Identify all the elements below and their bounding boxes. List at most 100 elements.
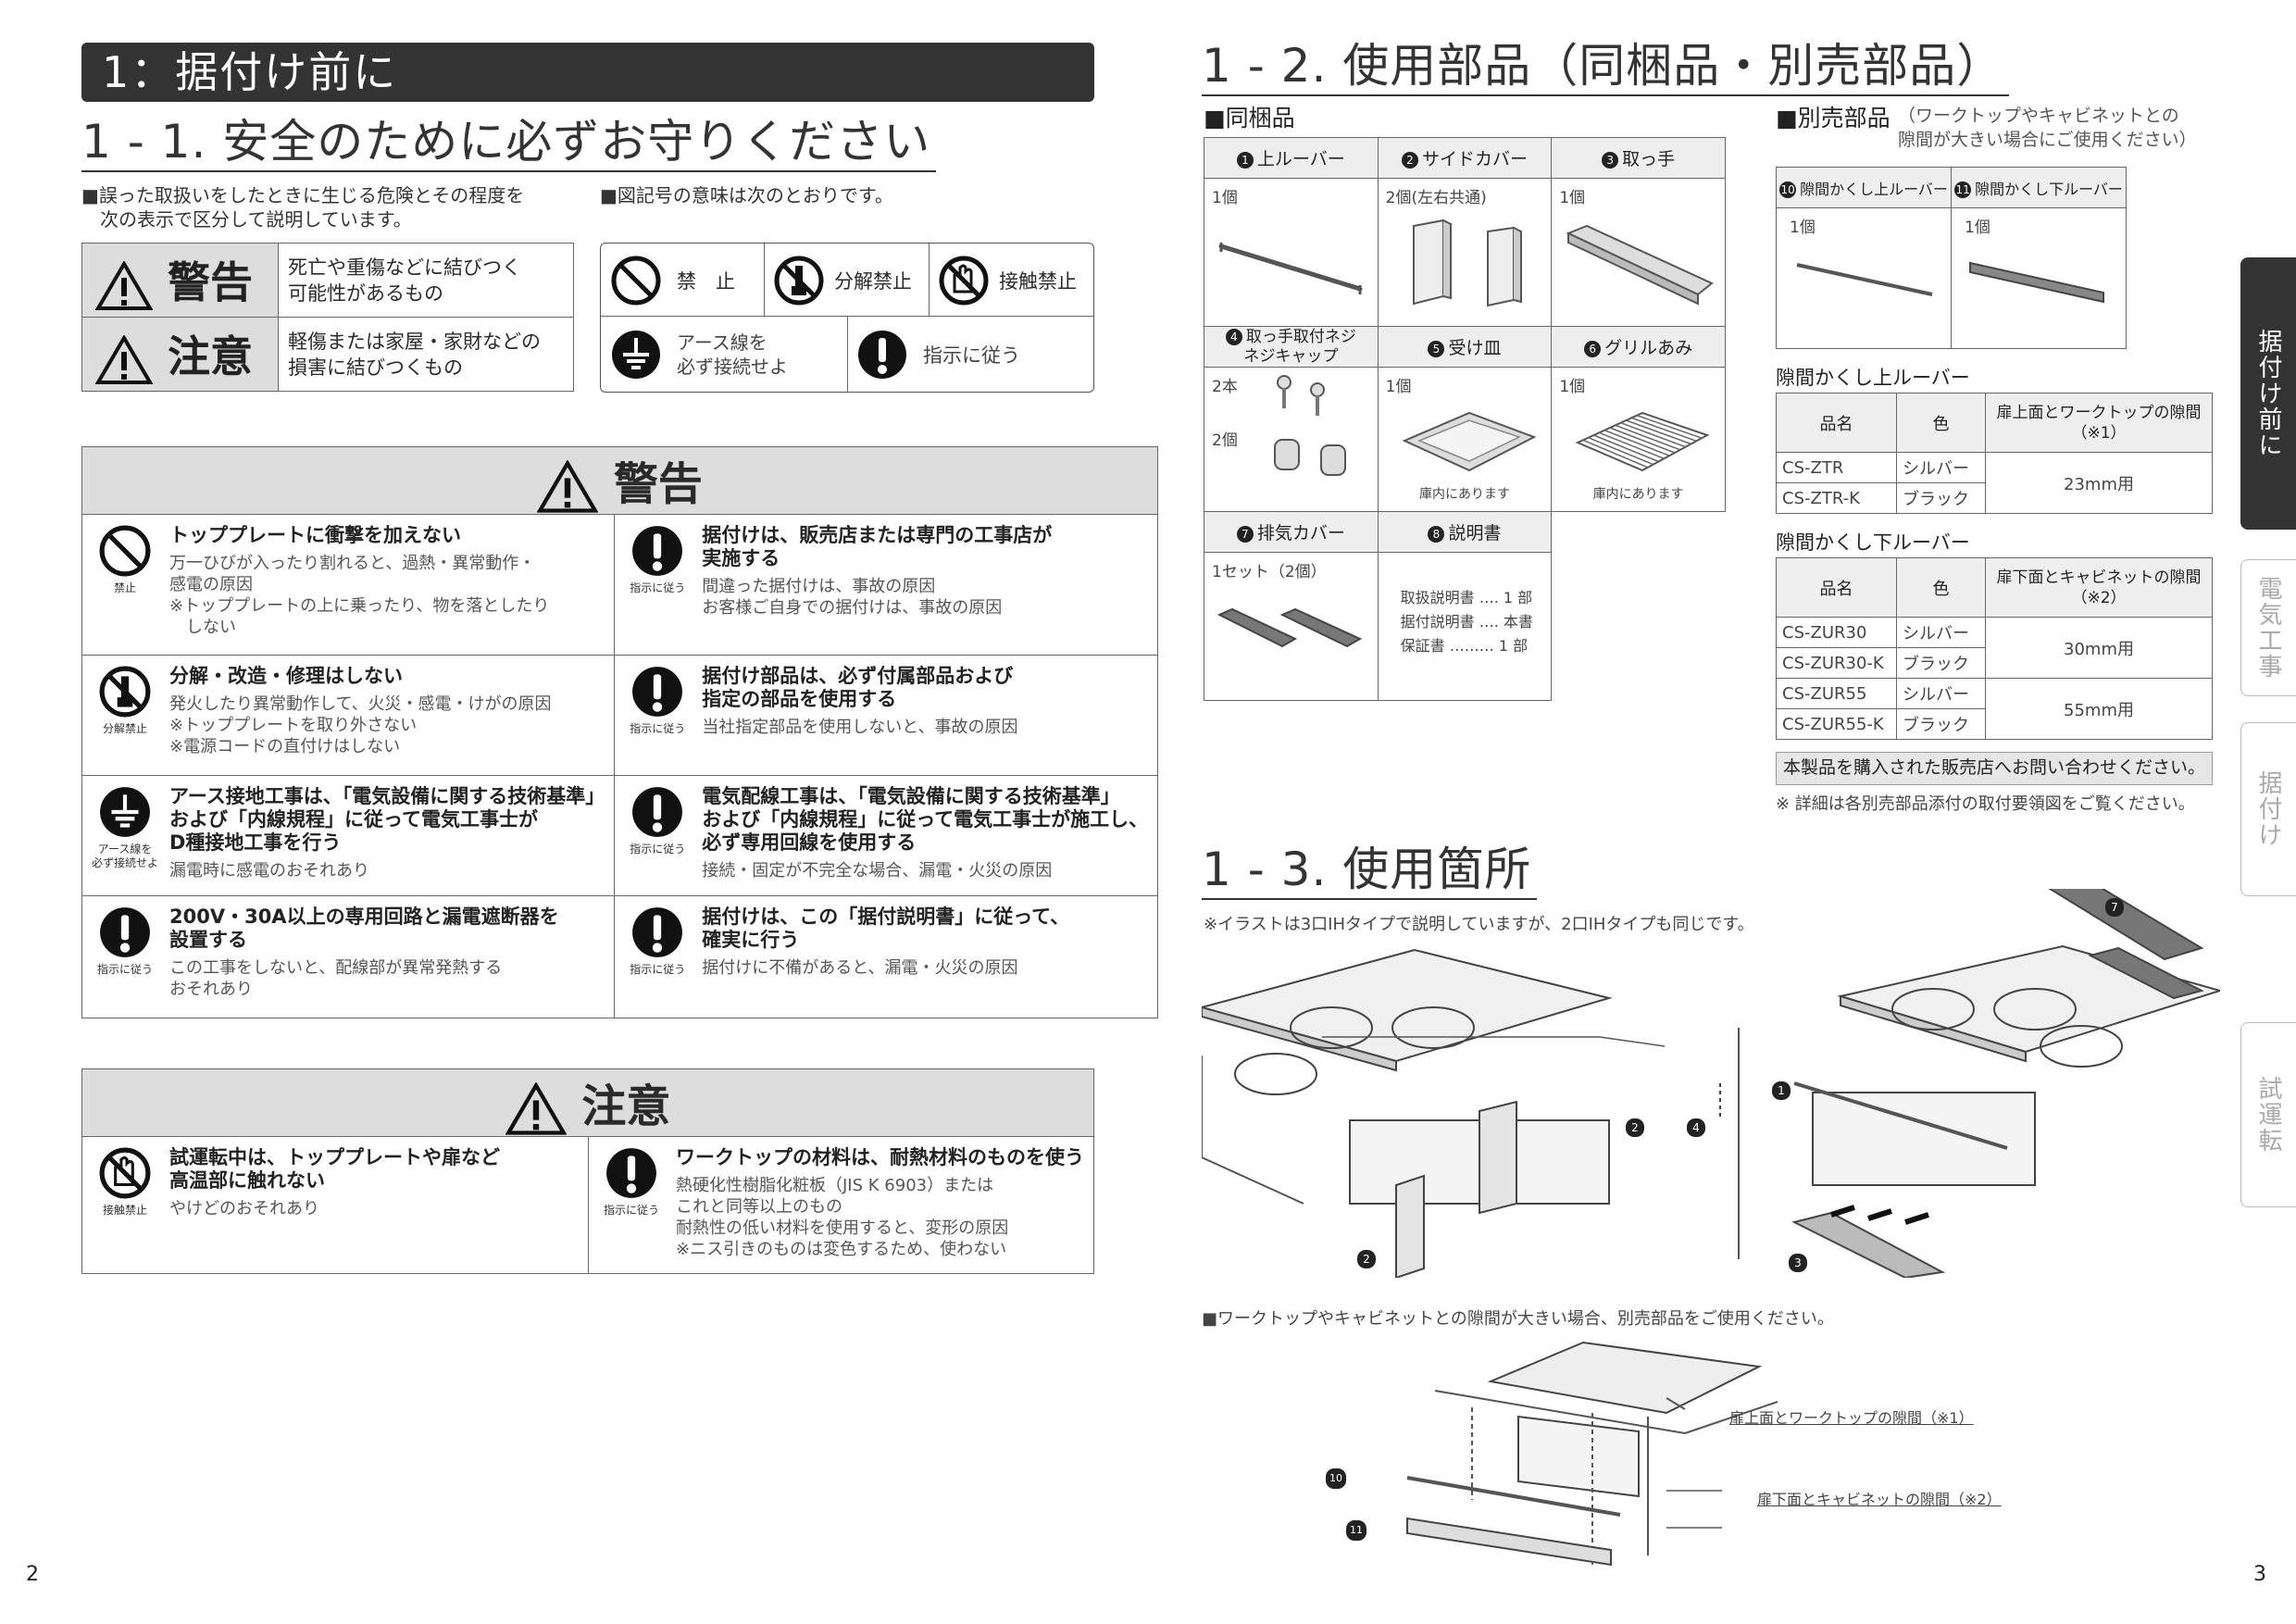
- caution-header: 注意: [81, 1068, 1094, 1137]
- callout-3: 3: [1789, 1254, 1811, 1272]
- warning-item-1: 禁止 トッププレートに衝撃を加えない万一ひびが入ったり割れると、過熱・異常動作・…: [81, 514, 616, 656]
- intro-symbol: ■図記号の意味は次のとおりです。: [600, 184, 893, 206]
- grill-net-illustration: [1575, 411, 1710, 472]
- signal-warning-text: 死亡や重傷などに結びつく 可能性があるもの: [278, 243, 574, 318]
- grill-net-wire: [1604, 429, 1670, 456]
- optional-usage-note: ■ワークトップやキャビネットとの隙間が大きい場合、別売部品をご使用ください。: [1202, 1309, 1834, 1329]
- symbol-instruction: 指示に従う: [856, 329, 1020, 381]
- gap-label-upper: 扉上面とワークトップの隙間（※1）: [1729, 1409, 1974, 1427]
- usage-note: ※イラストは3口IHタイプで説明していますが、2口IHタイプも同じです。: [1204, 915, 1754, 934]
- page-number-left: 2: [26, 1563, 39, 1586]
- grill-net-wire: [1637, 414, 1703, 439]
- grill-net-wire: [1593, 434, 1660, 463]
- symbol-no-touch: 接触禁止: [938, 255, 1077, 306]
- drip-tray-illustration: [1402, 411, 1537, 472]
- gap-illustration: [1406, 1341, 1778, 1567]
- part-5-cell: 1個 庫内にあります: [1377, 367, 1553, 512]
- no-disassembly-icon: [99, 666, 151, 718]
- part-8-cell: 取扱説明書 …. 1 部 据付説明書 …. 本書 保証書 ……… 1 部: [1377, 552, 1553, 701]
- screw-cap-illustration: [1273, 439, 1346, 476]
- instruction-icon: [632, 526, 683, 576]
- optional-heading: ■別売部品: [1776, 105, 1890, 131]
- part-6-cell: 1個 庫内にあります: [1551, 367, 1726, 512]
- instruction-icon: [858, 331, 906, 379]
- contact-box: 本製品を購入された販売店へお問い合わせください。: [1776, 752, 2213, 785]
- exhaust-cover-illustration: [1217, 607, 1363, 648]
- warning-item-8: 指示に従う 据付けは、この「据付説明書」に従って、 確実に行う据付けに不備がある…: [614, 895, 1159, 1018]
- section-title-safety: 1 - 1. 安全のために必ずお守りください: [81, 113, 937, 172]
- handle-illustration: [1566, 224, 1715, 306]
- intro-signal: ■誤った取扱いをしたときに生じる危険とその程度を 次の表示で区分して説明していま…: [81, 184, 525, 231]
- symbol-legend: 禁 止 分解禁止 接触禁止 アース線を 必ず接続せよ 指示に従う: [600, 243, 1094, 393]
- part-7-cell: 1セット（2個）: [1204, 552, 1379, 701]
- signal-caution-text: 軽傷または家屋・家財などの 損害に結びつくもの: [278, 317, 574, 392]
- optional-note: （ワークトップやキャビネットとの 隙間が大きい場合にご使用ください）: [1898, 106, 2197, 150]
- signal-legend: 警告 死亡や重傷などに結びつく 可能性があるもの 注意 軽傷または家屋・家財など…: [81, 243, 574, 392]
- tab-installation[interactable]: 据付け: [2240, 722, 2296, 896]
- instruction-icon: [632, 667, 683, 717]
- callout-7: 7: [2105, 898, 2128, 917]
- callout-2a: 2: [1626, 1118, 1648, 1137]
- grill-net-wire: [1582, 439, 1649, 468]
- grill-net-wire: [1588, 436, 1654, 466]
- section-title-parts: 1 - 2. 使用部品（同梱品・別売部品）: [1202, 37, 2010, 96]
- warning-triangle-icon: [95, 260, 153, 310]
- detail-note: ※ 詳細は各別売部品添付の取付要領図をご覧ください。: [1776, 794, 2195, 814]
- upper-louver-title: 隙間かくし上ルーバー: [1776, 367, 1970, 389]
- tab-before-installation[interactable]: 据付け前に: [2240, 257, 2296, 530]
- part-1-cell: 1個: [1204, 178, 1379, 327]
- warning-item-2: 指示に従う 据付けは、販売店または専門の工事店が 実施する間違った据付けは、事故…: [614, 514, 1159, 656]
- signal-caution: 注意: [81, 317, 279, 392]
- chapter-title-bar: 1：据付け前に: [81, 43, 1094, 102]
- symbol-prohibit: 禁 止: [610, 255, 735, 306]
- instruction-icon: [100, 907, 150, 957]
- no-touch-icon: [939, 256, 989, 306]
- tab-electrical-work[interactable]: 電気工事: [2240, 559, 2296, 696]
- instruction-icon: [632, 907, 683, 957]
- warning-triangle-icon: [537, 460, 599, 513]
- instruction-icon: [632, 787, 683, 837]
- grill-net-wire: [1631, 417, 1697, 443]
- instruction-icon: [606, 1148, 656, 1198]
- grill-net-wire: [1615, 424, 1681, 451]
- installation-illustration: [1202, 889, 2220, 1278]
- warning-header: 警告: [81, 446, 1159, 515]
- grill-net-wire: [1599, 431, 1665, 460]
- included-heading: ■同梱品: [1204, 105, 1295, 131]
- gap-cover-upper-illustration: [1796, 263, 1933, 296]
- caution-item-1: 接触禁止 試運転中は、トッププレートや扉など 高温部に触れないやけどのおそれあり: [81, 1136, 589, 1274]
- tab-test-run[interactable]: 試運転: [2240, 1022, 2296, 1207]
- ground-icon: [100, 787, 150, 837]
- warning-item-5: アース線を 必ず接続せよ アース接地工事は、「電気設備に関する技術基準」 および…: [81, 775, 616, 896]
- optional-part-10-cell: 1個: [1776, 207, 1952, 349]
- callout-2b: 2: [1357, 1250, 1379, 1268]
- caution-table: 注意 接触禁止 試運転中は、トッププレートや扉など 高温部に触れないやけどのおそ…: [81, 1068, 1094, 1274]
- callout-10: 10: [1326, 1468, 1350, 1489]
- no-touch-icon: [99, 1147, 151, 1199]
- warning-table: 警告 禁止 トッププレートに衝撃を加えない万一ひびが入ったり割れると、過熱・異常…: [81, 446, 1159, 1018]
- grill-net-wire: [1620, 421, 1687, 448]
- caution-triangle-icon: [95, 334, 153, 384]
- optional-part-11-cell: 1個: [1951, 207, 2127, 349]
- warning-item-4: 指示に従う 据付け部品は、必ず付属部品および 指定の部品を使用する当社指定部品を…: [614, 655, 1159, 776]
- ground-icon: [612, 331, 660, 379]
- part-2-cell: 2個(左右共通): [1377, 178, 1553, 327]
- warning-item-7: 指示に従う 200V・30A以上の専用回路と漏電遮断器を 設置するこの工事をしな…: [81, 895, 616, 1018]
- side-cover-illustration: [1412, 219, 1522, 307]
- screw-illustration: [1276, 375, 1325, 416]
- page-number-right: 3: [2253, 1563, 2266, 1586]
- section-title-usage: 1 - 3. 使用箇所: [1202, 841, 1538, 900]
